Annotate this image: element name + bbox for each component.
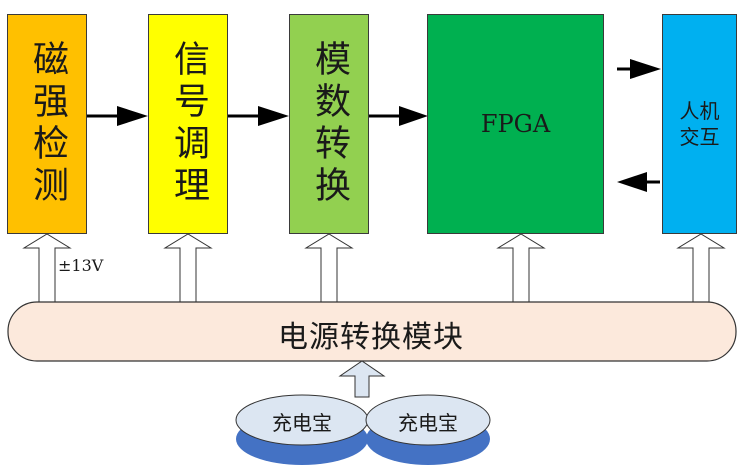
block-hci: 人机 交互: [662, 14, 737, 234]
power-arrow-hci: [676, 233, 726, 303]
block-fpga: FPGA: [427, 14, 604, 234]
block-magnetic-detection: 磁强检测: [7, 14, 87, 234]
arrow-detect-to-signal: [86, 106, 148, 126]
arrow-hci-to-fpga: [617, 172, 660, 192]
block-fpga-label: FPGA: [480, 110, 551, 138]
block-signal-conditioning-label: 信号调理: [168, 40, 209, 208]
block-magnetic-detection-label: 磁强检测: [27, 40, 68, 208]
power-arrow-detect: [22, 233, 72, 303]
block-hci-label: 人机 交互: [670, 98, 730, 150]
block-adc-label: 模数转换: [309, 40, 350, 208]
power-arrow-signal: [163, 233, 213, 303]
block-adc: 模数转换: [289, 14, 369, 234]
arrow-fpga-to-hci: [617, 59, 661, 79]
battery-2-top: [365, 394, 491, 446]
arrow-signal-to-adc: [227, 106, 289, 126]
battery-1: [235, 394, 369, 465]
arrow-adc-to-fpga: [368, 106, 428, 126]
power-module-shape: [7, 301, 737, 362]
voltage-label: ±13V: [58, 256, 104, 275]
battery-2-label: 充电宝: [398, 411, 458, 435]
block-hci-label-line-1: 人机: [679, 99, 720, 123]
battery-1-label: 充电宝: [272, 411, 332, 435]
block-signal-conditioning: 信号调理: [148, 14, 228, 234]
block-hci-label-line-2: 交互: [679, 125, 720, 149]
power-arrow-adc: [304, 233, 354, 303]
power-arrow-fpga: [496, 233, 546, 303]
power-arrow-battery: [338, 360, 386, 398]
battery-2: [365, 394, 491, 465]
power-module-label: 电源转换模块: [278, 320, 464, 355]
